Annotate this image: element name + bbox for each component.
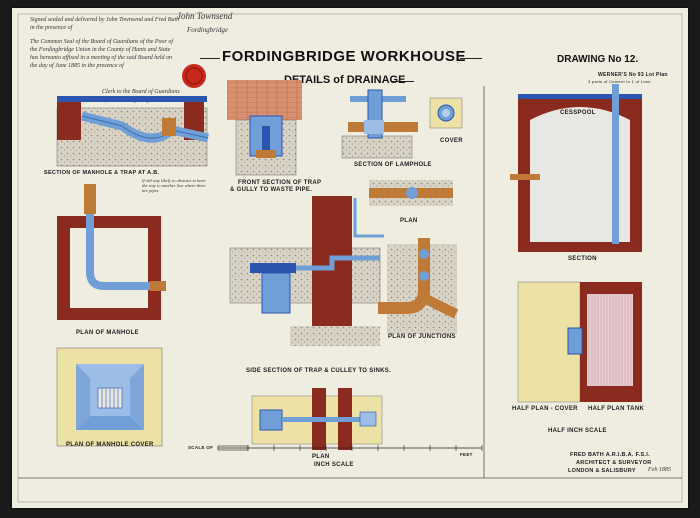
bottom-plan-drawing: [251, 388, 383, 450]
paper-note-2: 3 parts of Cement to 1 of Lime: [588, 79, 651, 84]
label-plan-top: PLAN: [400, 218, 418, 224]
cover-drawing: [429, 97, 463, 129]
plan-manhole-drawing: [57, 184, 166, 320]
plan-junctions-drawing: [378, 238, 459, 334]
label-plan-bottom: PLAN: [312, 454, 330, 460]
manhole-margin-note: If old way likely to obstruct to have th…: [142, 178, 206, 193]
label-side-section: SIDE SECTION OF TRAP & CULLEY TO SINKS.: [246, 368, 392, 374]
side-section-drawing: [229, 196, 384, 346]
label-half-plan-tank: HALF PLAN TANK: [588, 406, 645, 412]
drawing-subtitle: DETAILS of DRAINAGE: [284, 74, 406, 86]
label-plan-manhole-cover: PLAN OF MANHOLE COVER: [66, 442, 154, 448]
sheet-border: [17, 13, 683, 503]
title-rule-left: [200, 58, 220, 60]
front-section-trap-drawing: [227, 80, 302, 176]
subtitle-rule-right: [392, 81, 414, 83]
drawing-number: DRAWING No 12.: [557, 54, 639, 65]
signature-note-top: Signed sealed and delivered by John Town…: [30, 17, 180, 31]
architect-location: LONDON & SALISBURY: [568, 468, 636, 474]
label-cover: COVER: [440, 138, 463, 144]
label-front-section-2: & GULLY TO WASTE PIPE.: [230, 187, 313, 193]
scale-right-label: FEET: [460, 452, 473, 457]
scale-bar: [217, 445, 483, 451]
signature-scribble-2: Fordingbridge: [187, 26, 228, 34]
cesspool-section-drawing: [510, 84, 642, 252]
architect-name: FRED BATH A.R.I.B.A. F.S.I.: [570, 452, 650, 458]
label-plan-junctions: PLAN OF JUNCTIONS: [388, 334, 456, 340]
label-cesspool: CESSPOOL: [560, 110, 596, 116]
label-plan-manhole: PLAN OF MANHOLE: [76, 330, 139, 336]
signature-scribble-top: John Townsend: [177, 11, 233, 21]
half-plan-drawing: [517, 281, 642, 403]
scale-left-label: SCALE OF: [188, 445, 214, 450]
label-front-section: FRONT SECTION OF TRAP: [238, 180, 322, 186]
architect-role: ARCHITECT & SURVEYOR: [576, 460, 652, 466]
label-half-plan-cover: HALF PLAN - COVER: [512, 406, 578, 412]
drawing-title: FORDINGBRIDGE WORKHOUSE: [222, 48, 466, 65]
label-half-inch-scale: HALF INCH SCALE: [548, 428, 607, 434]
label-inch-scale: INCH SCALE: [314, 462, 354, 468]
label-section-lamphole: SECTION OF LAMPHOLE: [354, 162, 432, 168]
paper-note-1: WERNER'S No 93 Lot Plan: [598, 72, 668, 78]
board-resolution-note: The Common Seal of the Board of Guardian…: [30, 39, 174, 69]
label-section-manhole: SECTION OF MANHOLE & TRAP AT A.B.: [44, 170, 160, 176]
manhole-cover-drawing: [56, 347, 163, 447]
section-manhole-drawing: [56, 96, 209, 167]
drainage-drawings: [17, 13, 683, 503]
section-lamphole-drawing: [341, 89, 418, 159]
wax-seal-icon: [182, 64, 206, 88]
drawing-sheet: Signed sealed and delivered by John Town…: [12, 8, 688, 508]
label-section: SECTION: [568, 256, 597, 262]
plan-top-drawing: [369, 180, 453, 206]
title-rule-right: [460, 58, 482, 60]
architect-date: Feb 1885: [648, 467, 671, 473]
